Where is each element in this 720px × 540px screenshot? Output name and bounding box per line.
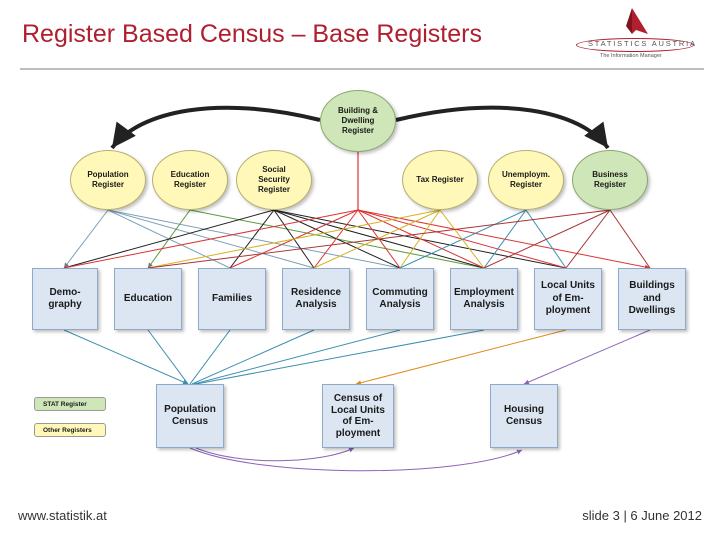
title-divider [20, 68, 704, 70]
register-social-security-label: Social Security Register [257, 165, 290, 194]
topic-employment-analysis-label: Employment Analysis [453, 286, 514, 311]
topic-demography: Demo-graphy [32, 268, 98, 330]
topic-education-label: Education [123, 292, 173, 304]
register-building-dwelling: Building & Dwelling Register [320, 90, 396, 152]
register-population: Population Register [70, 150, 146, 210]
register-social-security: Social Security Register [236, 150, 312, 210]
logo-wordmark: STATISTICS AUSTRIA [588, 39, 697, 48]
topic-demography-label: Demo-graphy [48, 286, 82, 311]
register-tax: Tax Register [402, 150, 478, 210]
topic-employment-analysis: Employment Analysis [450, 268, 518, 330]
register-business: Business Register [572, 150, 648, 210]
legend-other-registers: Other Registers [34, 423, 106, 437]
register-tax-label: Tax Register [416, 175, 464, 184]
topic-education: Education [114, 268, 182, 330]
topic-families-label: Families [211, 292, 253, 304]
topic-families: Families [198, 268, 266, 330]
register-unemployment: Unemploym. Register [488, 150, 564, 210]
arc-building-business [395, 105, 610, 150]
footer-slide-info: slide 3 | 6 June 2012 [582, 508, 702, 523]
register-building-dwelling-label: Building & Dwelling Register [338, 106, 378, 135]
topic-commuting-analysis: Commuting Analysis [366, 268, 434, 330]
legend-stat-register-label: STAT Register [43, 400, 87, 408]
register-to-topic-links [63, 209, 651, 270]
output-population-census-label: Population Census [164, 403, 216, 428]
statistics-austria-logo[interactable]: STATISTICS AUSTRIA The Information Manag… [574, 4, 697, 64]
register-population-label: Population Register [87, 170, 129, 189]
register-education-label: Education Register [170, 170, 210, 189]
logo-ring [576, 38, 694, 52]
topic-local-units: Local Units of Em-ployment [534, 268, 602, 330]
register-business-label: Business Register [592, 170, 628, 189]
logo-tagline: The Information Manager [600, 53, 662, 59]
legend-stat-register: STAT Register [34, 397, 106, 411]
topic-buildings-dwellings-label: Buildings and Dwellings [628, 280, 676, 317]
topic-residence-analysis-label: Residence Analysis [290, 286, 342, 311]
topic-residence-analysis: Residence Analysis [282, 268, 350, 330]
output-population-census: Population Census [156, 384, 224, 448]
output-housing-census: Housing Census [490, 384, 558, 448]
register-education: Education Register [152, 150, 228, 210]
output-housing-census-label: Housing Census [504, 403, 544, 428]
topic-local-units-label: Local Units of Em-ployment [541, 280, 595, 317]
page-title: Register Based Census – Base Registers [22, 20, 482, 48]
arc-population-local-units [195, 447, 355, 462]
logo-mark-icon [626, 8, 648, 34]
output-local-units-census: Census of Local Units of Em-ployment [322, 384, 394, 448]
topic-to-output-links [63, 329, 651, 386]
output-local-units-census-label: Census of Local Units of Em-ployment [331, 393, 385, 439]
arc-building-population [110, 105, 321, 150]
topic-buildings-dwellings: Buildings and Dwellings [618, 268, 686, 330]
topic-commuting-analysis-label: Commuting Analysis [372, 286, 428, 311]
arc-population-housing [189, 447, 523, 472]
register-unemployment-label: Unemploym. Register [501, 170, 550, 189]
footer-website-link[interactable]: www.statistik.at [18, 508, 107, 523]
legend-other-registers-label: Other Registers [43, 426, 92, 434]
